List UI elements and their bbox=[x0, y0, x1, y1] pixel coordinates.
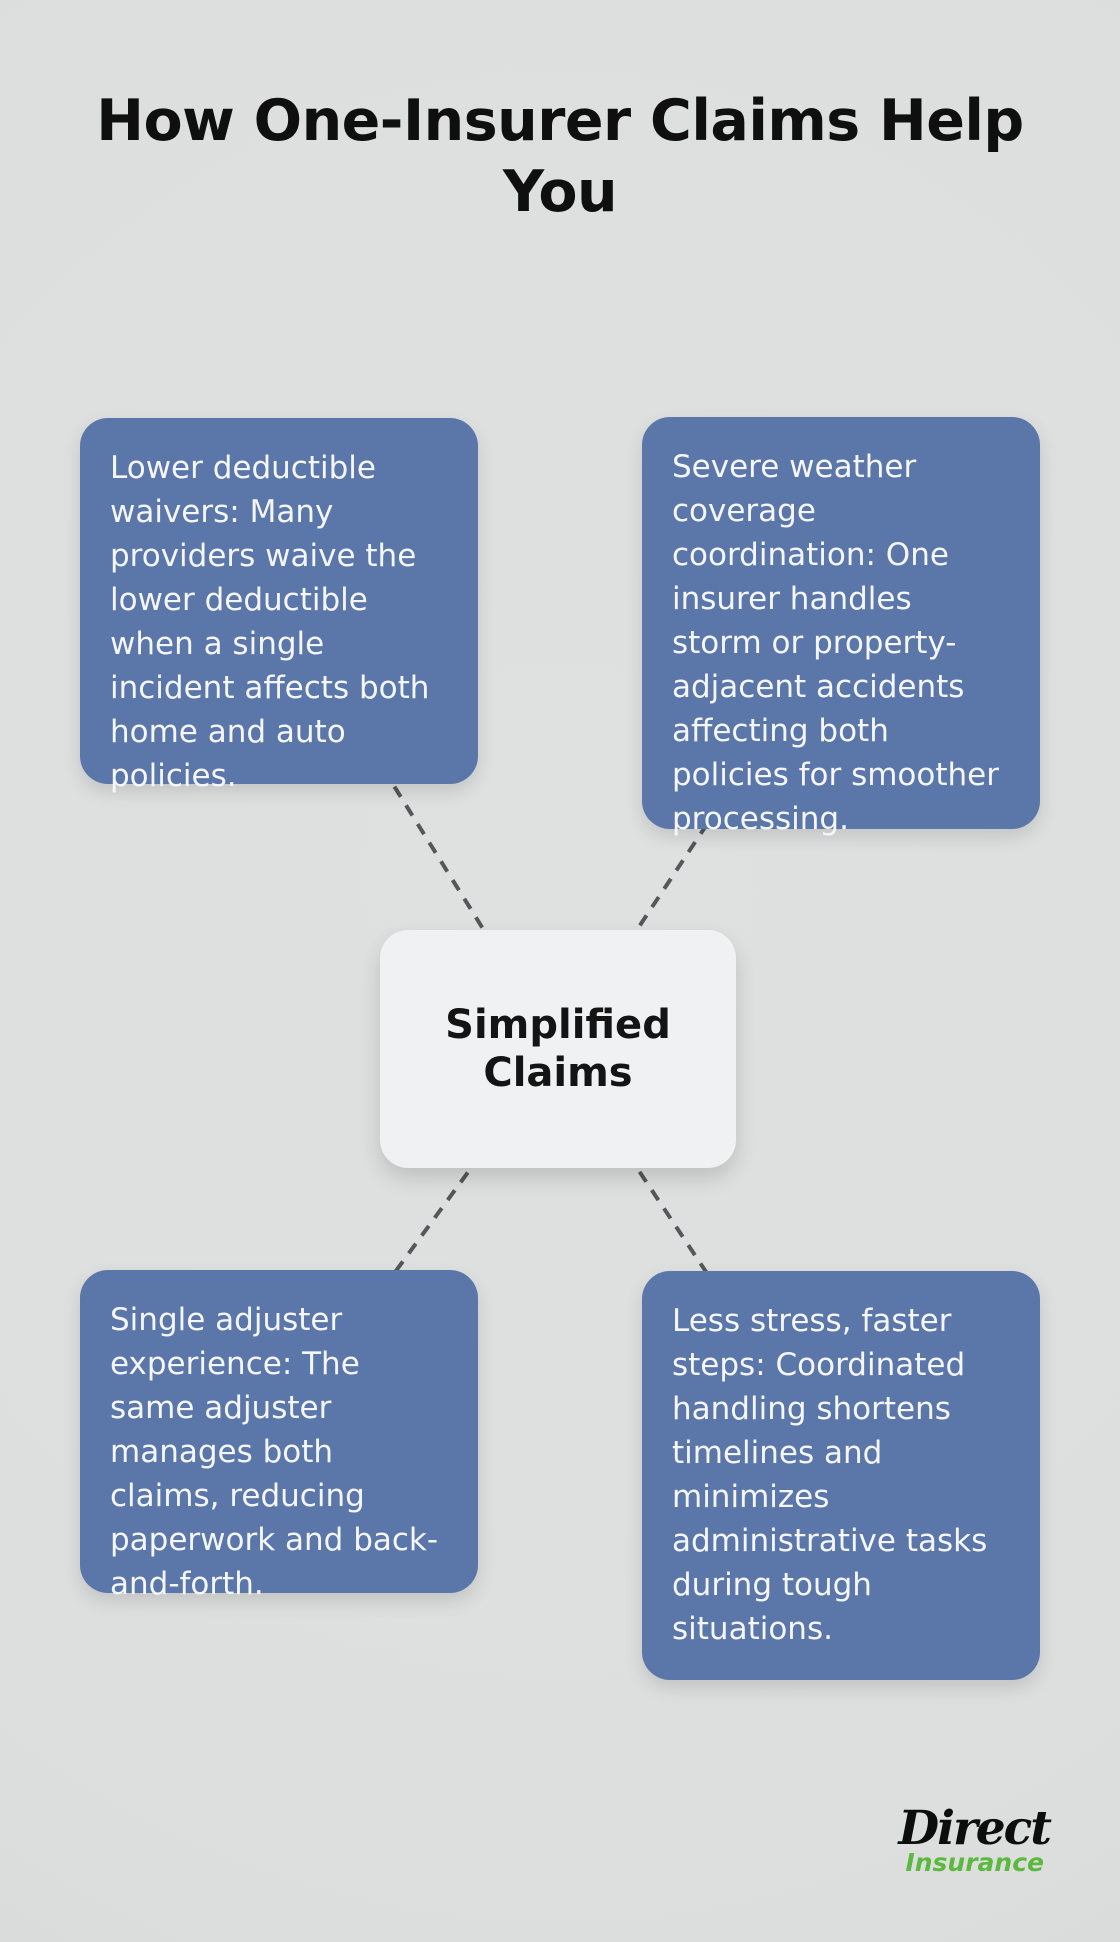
page-title: How One-Insurer Claims Help You bbox=[0, 86, 1120, 228]
benefit-text-top-left: Lower deductible waivers: Many providers… bbox=[110, 450, 430, 794]
brand-logo: Direct Insurance bbox=[898, 1801, 1052, 1877]
benefit-box-bottom-left: Single adjuster experience: The same adj… bbox=[80, 1270, 478, 1602]
logo-direct-wordmark: Direct bbox=[898, 1801, 1052, 1856]
benefit-box-top-right: Severe weather coverage coordination: On… bbox=[642, 417, 1040, 837]
benefit-box-top-left: Lower deductible waivers: Many providers… bbox=[80, 418, 478, 794]
page-title-line2: You bbox=[502, 159, 618, 225]
page-title-line1: How One-Insurer Claims Help bbox=[96, 88, 1024, 154]
center-node-label: Simplified Claims bbox=[445, 1002, 671, 1096]
benefit-box-bottom-right: Less stress, faster steps: Coordinated h… bbox=[642, 1271, 1040, 1680]
center-node: Simplified Claims bbox=[380, 930, 736, 1168]
benefit-text-top-right: Severe weather coverage coordination: On… bbox=[672, 449, 999, 837]
logo-insurance-wordmark: Insurance bbox=[905, 1848, 1044, 1877]
benefit-text-bottom-right: Less stress, faster steps: Coordinated h… bbox=[672, 1303, 988, 1647]
benefit-text-bottom-left: Single adjuster experience: The same adj… bbox=[110, 1302, 439, 1602]
